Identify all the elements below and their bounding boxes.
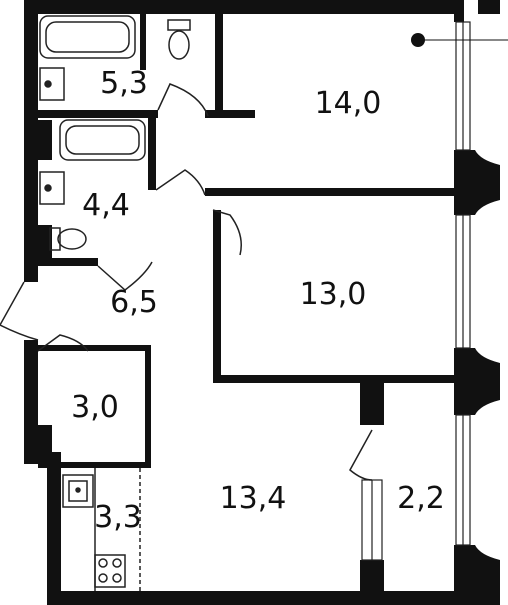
wall-bath2-bottom [38, 258, 98, 266]
facade-pillars [454, 150, 500, 605]
pillar-1 [454, 150, 500, 215]
wall-room1-stub [205, 110, 255, 118]
pillar-3 [454, 545, 500, 605]
wall-left-upper [24, 0, 38, 282]
bathtub-2-icon [59, 119, 146, 161]
wall-kitchen-left [47, 462, 61, 605]
door-bath2-out [97, 261, 153, 291]
wall-room1-left [215, 10, 223, 110]
door-storage [37, 334, 89, 352]
bathtub-1-icon [39, 15, 136, 59]
area-bath-2: 4,4 [82, 188, 130, 223]
entrance-marker [411, 33, 508, 47]
fixtures [39, 15, 191, 591]
sink-2-icon [39, 171, 65, 205]
area-balcony: 2,2 [397, 481, 445, 516]
wall-room2-bottom [213, 375, 454, 383]
area-bath-1: 5,3 [100, 66, 148, 101]
wall-storage-bottom [38, 462, 151, 468]
balcony-glazing [361, 479, 383, 561]
door-bath2 [155, 169, 206, 196]
door-balcony [349, 429, 373, 481]
wall-left-lower [24, 340, 38, 462]
wall-room2-left [213, 210, 221, 382]
area-hall: 6,5 [110, 285, 158, 320]
wall-shaft-3 [38, 225, 52, 260]
door-bath1 [157, 83, 209, 117]
sink-1-icon [39, 67, 65, 101]
room-labels: 5,3 14,0 4,4 6,5 13,0 3,0 13,4 3,3 2,2 [71, 66, 445, 535]
interior-walls [38, 10, 454, 595]
area-storage: 3,0 [71, 390, 119, 425]
wall-top [24, 0, 454, 14]
doors [0, 83, 373, 481]
wall-shaft [38, 425, 52, 455]
area-living: 13,4 [220, 481, 287, 516]
wall-storage-right [145, 345, 151, 465]
door-entry [0, 281, 39, 341]
toilet-2-icon [49, 227, 61, 251]
wall-balcony-block [360, 383, 384, 425]
wall-shaft-2 [38, 120, 52, 160]
wall-balcony-bottom [360, 560, 384, 595]
wall-bottom [47, 591, 454, 605]
area-room-2: 13,0 [300, 277, 367, 312]
area-kitchen: 3,3 [94, 500, 142, 535]
wall-right-top [454, 0, 464, 22]
wall-bath1-right [140, 10, 146, 70]
windows [455, 21, 471, 546]
wall-corner-top [478, 0, 500, 14]
outer-walls [24, 0, 500, 605]
pillar-2 [454, 348, 500, 415]
wall-bath-divider [38, 110, 158, 118]
door-room2 [212, 209, 242, 256]
kitchen-sink-icon [62, 474, 94, 508]
wall-bath2-right [148, 110, 156, 190]
wall-room1-room2 [205, 188, 454, 196]
toilet-1-icon [167, 19, 191, 31]
area-room-1: 14,0 [315, 86, 382, 121]
wall-storage-top [38, 345, 148, 351]
